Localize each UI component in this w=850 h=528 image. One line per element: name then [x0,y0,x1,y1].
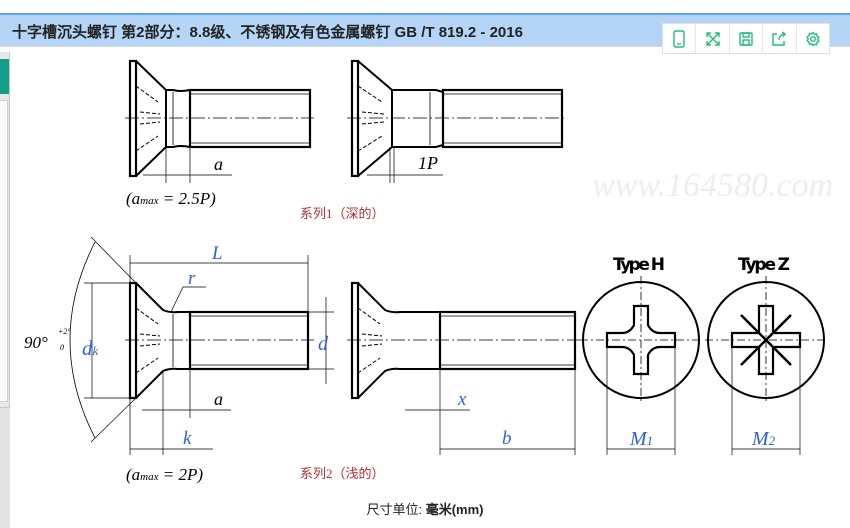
series1-amax-label: (amax = 2.5P) [126,189,216,208]
series2-a-label: a [214,389,223,409]
sidebar-content [0,100,8,402]
series2-k-label: k [183,428,192,449]
series1-1p-label: 1P [418,153,438,173]
settings-icon [806,30,820,47]
save-button[interactable] [730,24,764,53]
series2-angle-label: 90° [24,333,48,352]
header-top-border [0,13,850,15]
share-icon [772,30,787,46]
unit-note-prefix: 尺寸单位: [366,502,426,517]
toolbar [662,23,830,54]
mobile-view-button[interactable] [663,24,697,53]
series2-r-label: r [188,268,196,289]
series2-amax-label: (amax = 2P) [126,465,203,484]
series2-L-label: L [211,243,223,264]
unit-note: 尺寸单位: 毫米(mm) [0,499,850,518]
series1-screw-a [125,59,314,183]
watermark: www.164580.com [592,167,833,204]
series2-x-label: x [457,389,467,410]
type-z-m2-label: M2 [751,428,776,450]
share-button[interactable] [763,24,797,53]
series2-d-label: d [318,333,329,355]
type-z-title: Type Z [738,255,790,275]
series2-screw-b [347,281,580,455]
series2-screw-a [69,236,334,455]
settings-button[interactable] [797,24,829,53]
type-z-recess [705,276,827,455]
type-h-m1-label: M1 [629,428,653,450]
series2-angle-tol-bottom: 0 [60,343,64,352]
type-h-title: Type H [613,255,665,275]
series2-angle-tol-top: +2° [58,327,71,336]
series2-b-label: b [502,428,512,449]
mobile-icon [673,29,685,48]
fullscreen-icon [705,31,720,46]
page-title: 十字槽沉头螺钉 第2部分：8.8级、不锈钢及有色金属螺钉 GB /T 819.2… [12,24,523,41]
sidebar-tab-active[interactable] [0,59,9,94]
series1-caption: 系列1（深的） [300,206,385,221]
save-icon [739,31,753,46]
series2-dk-label: dk [82,336,99,360]
fullscreen-button[interactable] [696,24,730,53]
series1-a-label: a [214,154,223,174]
series2-caption: 系列2（浅的） [300,466,385,481]
unit-note-value: 毫米(mm) [425,502,484,517]
type-h-recess [580,276,702,455]
series1-screw-b [347,59,566,183]
